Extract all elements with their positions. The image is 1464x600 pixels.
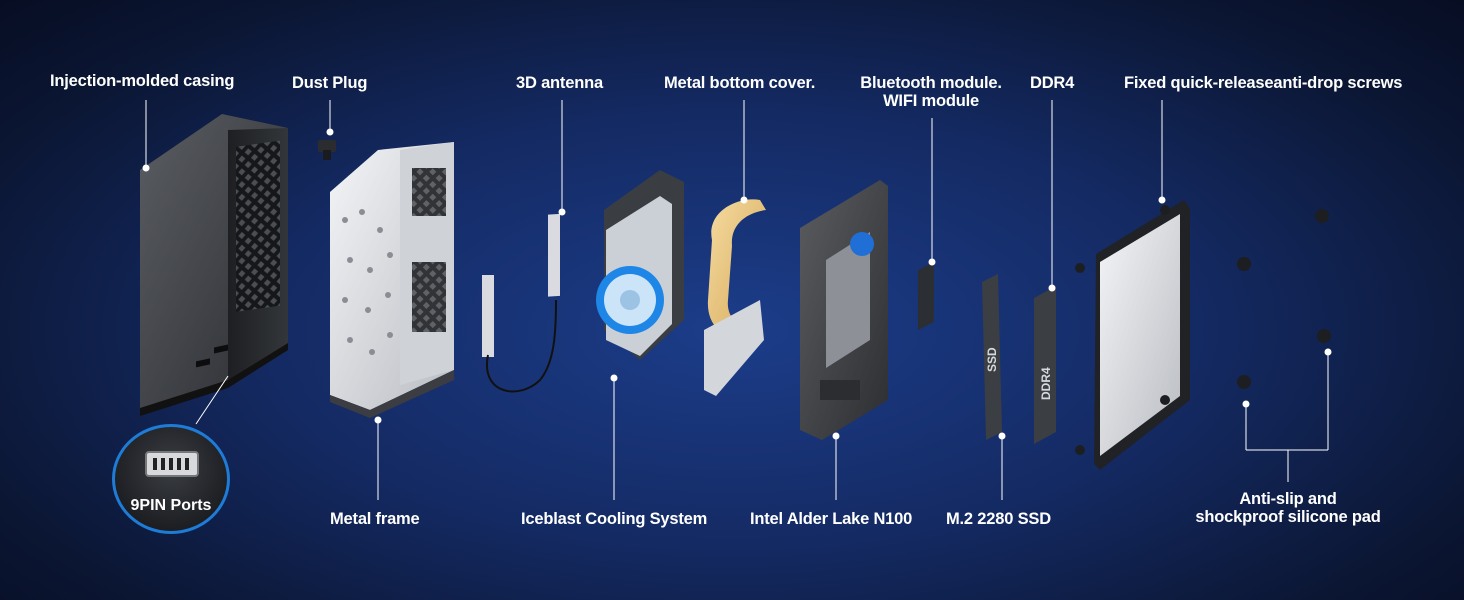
metal-bottom-cover-part: [704, 199, 766, 396]
casing-part: [140, 114, 288, 425]
label-bluetooth-wifi: Bluetooth module. WIFI module: [856, 74, 1006, 110]
label-bottom-cover: Metal bottom cover.: [664, 74, 816, 92]
ddr4-part: DDR4: [1034, 286, 1056, 444]
label-metal-frame: Metal frame: [330, 510, 420, 528]
label-ddr4: DDR4: [1030, 74, 1075, 92]
dust-plug-part: [318, 140, 336, 160]
nine-pin-port-icon: [145, 451, 199, 477]
ports-label: 9PIN Ports: [130, 497, 212, 514]
label-antenna: 3D antenna: [516, 74, 603, 92]
leader-lines: [142, 100, 1332, 500]
motherboard-part: [800, 180, 888, 440]
screws-and-pads: [1075, 205, 1331, 455]
label-ssd: M.2 2280 SSD: [946, 510, 1051, 528]
label-silicone-pad: Anti-slip and shockproof silicone pad: [1190, 490, 1386, 526]
label-bluetooth-line: Bluetooth module.: [860, 74, 1002, 92]
label-cooling: Iceblast Cooling System: [521, 510, 708, 528]
label-cpu: Intel Alder Lake N100: [750, 510, 913, 528]
metal-frame-part: [330, 142, 454, 418]
label-pad-line2: shockproof silicone pad: [1195, 508, 1381, 526]
antenna-part: [482, 213, 560, 393]
ports-inset: 9PIN Ports: [112, 424, 230, 534]
label-screws: Fixed quick-releaseanti-drop screws: [1124, 74, 1403, 92]
label-casing: Injection-molded casing: [50, 72, 235, 90]
ssd-chip-label: SSD: [985, 347, 999, 372]
bottom-plate-part: [1094, 200, 1190, 470]
label-wifi-line: WIFI module: [883, 92, 979, 110]
wifi-module-part: [918, 262, 934, 330]
ddr-chip-label: DDR4: [1039, 367, 1053, 400]
label-dust-plug: Dust Plug: [292, 74, 368, 92]
ssd-part: SSD: [982, 274, 1002, 440]
cooling-system-part: [596, 170, 684, 360]
label-pad-line1: Anti-slip and: [1239, 490, 1337, 508]
